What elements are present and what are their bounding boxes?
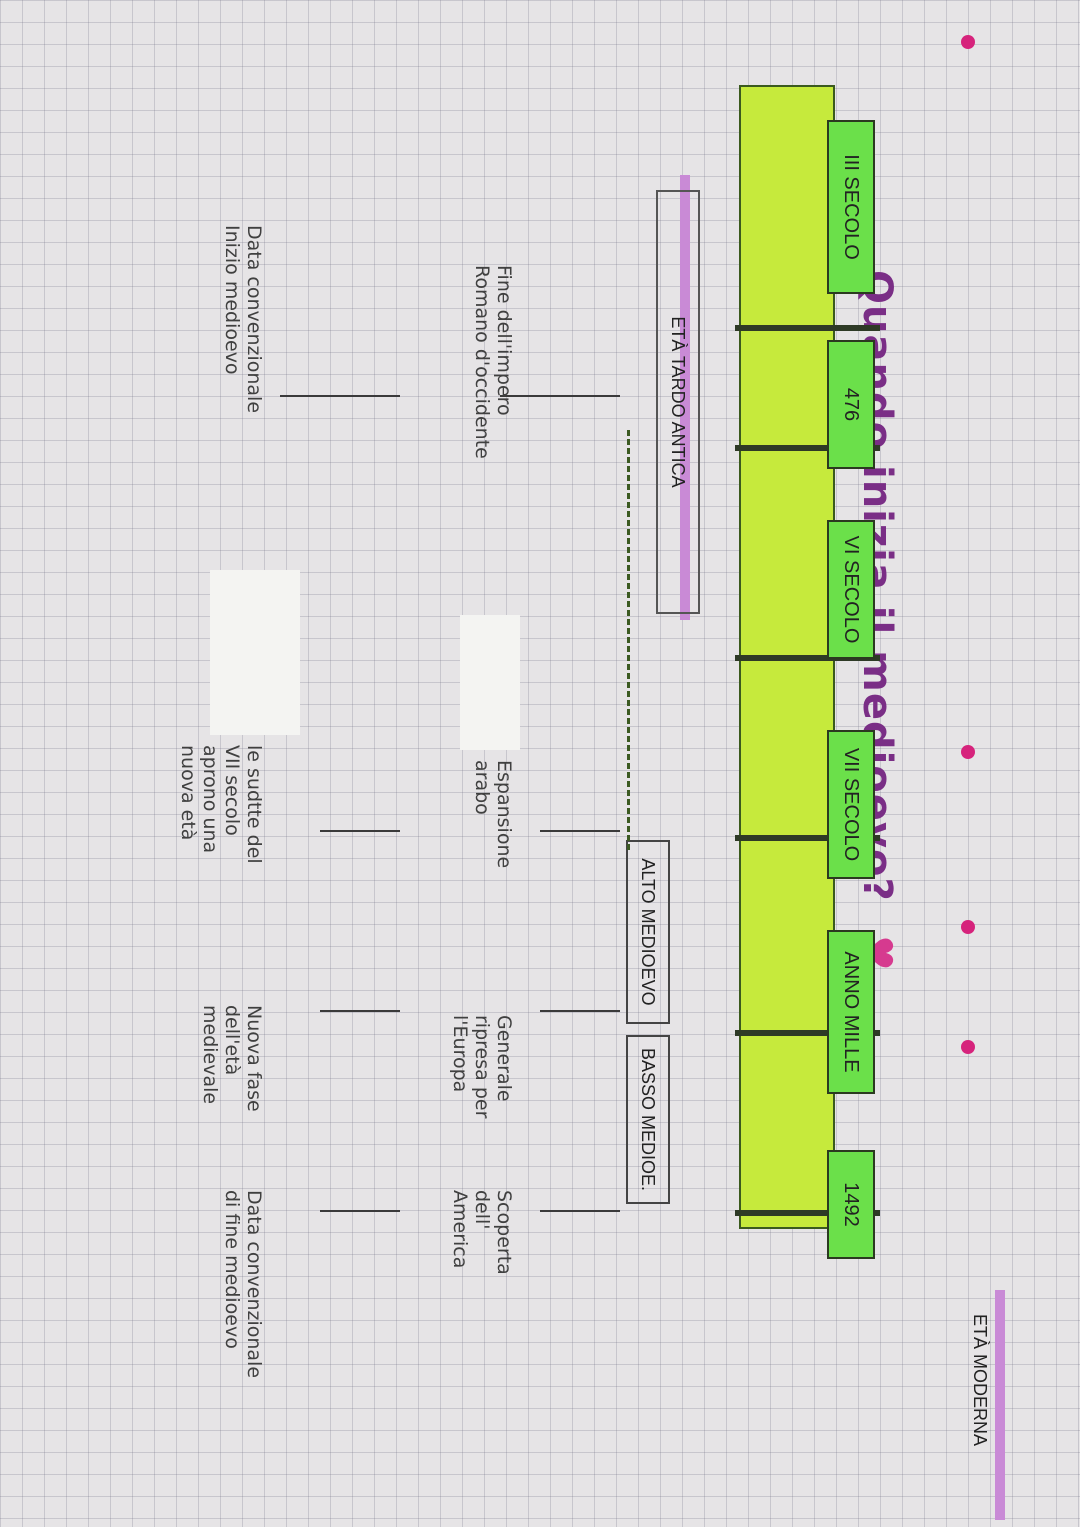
label-iii-secolo: III SECOLO xyxy=(827,120,875,294)
note-vii-b: le sudtte del VII secolo aprono una nuov… xyxy=(177,745,265,864)
timeline-marker xyxy=(735,325,880,331)
era-tarda-antica: ETÀ TARDO ANTICA xyxy=(656,190,700,614)
label-vii-secolo: VII SECOLO xyxy=(827,730,875,879)
stem-line xyxy=(500,395,620,397)
note-476-b: Data convenzionale Inizio medioevo xyxy=(221,225,265,414)
label-476: 476 xyxy=(827,340,875,469)
pink-dot-icon xyxy=(961,920,975,934)
note-1492-a: Scoperta dell' America xyxy=(449,1190,515,1275)
label-1492: 1492 xyxy=(827,1150,875,1259)
era-moderna: ETÀ MODERNA xyxy=(970,1313,991,1446)
note-476-a: Fine dell'impero Romano d'occidente xyxy=(471,265,515,459)
label-vi-secolo: VI SECOLO xyxy=(827,520,875,659)
stem-line xyxy=(320,1010,400,1012)
note-mille-b: Nuova fase dell'età medievale xyxy=(199,1005,265,1112)
note-vii-a: Espansione arabo xyxy=(471,760,515,869)
era-alto-medioevo: ALTO MEDIOEVO xyxy=(626,840,670,1024)
stem-line xyxy=(280,395,400,397)
pink-dot-icon xyxy=(961,745,975,759)
note-mille-a: Generale ripresa per l'Europa xyxy=(449,1015,515,1119)
dashed-line xyxy=(627,430,630,850)
stem-line xyxy=(320,1210,400,1212)
label-anno-mille: ANNO MILLE xyxy=(827,930,875,1094)
stem-line xyxy=(540,830,620,832)
pink-dot-icon xyxy=(961,1040,975,1054)
stem-line xyxy=(540,1010,620,1012)
correction-patch xyxy=(210,570,300,735)
note-1492-b: Data convenzionale di fine medioevo xyxy=(221,1190,265,1379)
stem-line xyxy=(320,830,400,832)
stem-line xyxy=(540,1210,620,1212)
pink-dot-icon xyxy=(961,35,975,49)
era-basso-medioevo: BASSO MEDIOE. xyxy=(626,1035,670,1204)
correction-patch xyxy=(460,615,520,750)
